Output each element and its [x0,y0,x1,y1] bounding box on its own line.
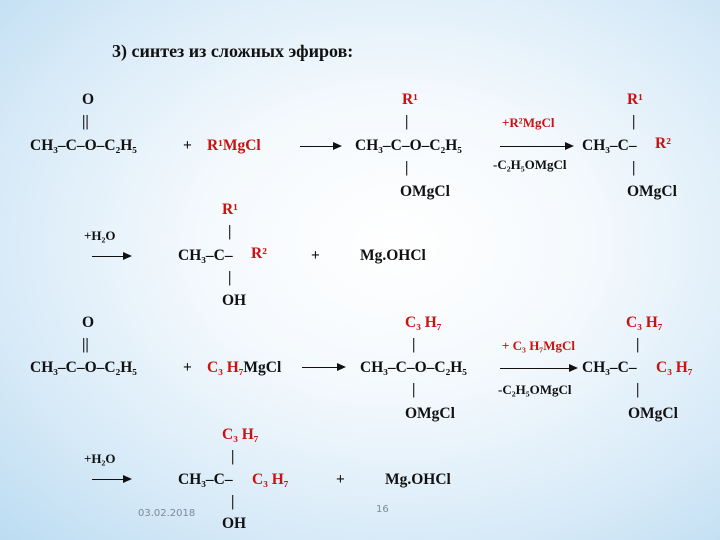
footer-date: 03.02.2018 [138,508,196,519]
r2-prod-left: CH₃–C– [178,471,233,488]
r1-int1-top: R¹ [402,91,418,108]
r2-double-bond: || [82,336,89,353]
r1-int2-bottom: OMgCl [627,183,677,200]
r1-int1: CH₃–C–O–C₂H₅ [355,137,462,154]
r2-prod-vbar-bottom: | [231,493,235,510]
r1-byproduct: Mg.OHCl [360,247,426,264]
r1-int2-vbar-bottom: | [632,159,636,176]
r2-int2-vbar-bottom: | [636,381,640,398]
r1-arrow-1 [300,142,342,150]
r2-reagent-alkyl: C₃ H₇ [207,359,244,376]
r2-carbonyl-o: O [82,314,95,331]
r1-prod-top: R¹ [222,201,238,218]
r2-prod-top: C₃ H₇ [222,426,259,443]
r2-byproduct: Mg.OHCl [385,471,451,488]
slide-title: 3) синтез из сложных эфиров: [112,41,354,61]
r1-arrow-2 [500,142,574,150]
r2-arrow2-top: + C₃ H₇MgCl [502,338,575,353]
r1-int1-vbar-top: | [405,113,409,130]
r2-int2-right: C₃ H₇ [656,359,693,376]
r2-int2-vbar-top: | [636,336,640,353]
r1-water: +H₂O [84,228,116,243]
r2-arrow2-bottom: -C₂H₅OMgCl [498,382,572,397]
r1-reagent: R¹MgCl [207,137,261,154]
r1-arrow-3 [92,252,132,260]
r1-int1-vbar-bottom: | [405,159,409,176]
r1-int2-vbar-top: | [632,113,636,130]
r2-int2-left: CH₃–C– [582,359,637,376]
r2-water: +H₂O [84,451,116,466]
r2-reactant: CH₃–C–O–C₂H₅ [30,359,137,376]
r1-arrow2-top: +R²MgCl [502,115,555,130]
r1-reactant: CH₃–C–O–C₂H₅ [30,137,137,154]
r2-int1-top: C₃ H₇ [405,314,442,331]
r2-int1: CH₃–C–O–C₂H₅ [360,359,467,376]
r2-plus-2: + [336,471,345,488]
r2-reagent: C₃ H₇MgCl [207,360,281,376]
r2-int2-bottom: OMgCl [628,405,678,422]
footer-page-number: 16 [376,504,389,515]
r2-reagent-mgcl: MgCl [243,359,282,376]
r2-int1-bottom: OMgCl [405,405,455,422]
r2-int2-top: C₃ H₇ [626,314,663,331]
r1-prod-vbar-bottom: | [228,269,232,286]
r2-prod-vbar-top: | [231,448,235,465]
r1-plus-2: + [311,247,320,264]
r2-plus: + [183,359,192,376]
r2-int1-vbar-bottom: | [412,381,416,398]
r1-int2-left: CH₃–C– [582,137,637,154]
r1-carbonyl-o: O [82,91,95,108]
r1-prod-left: CH₃–C– [178,247,233,264]
r2-arrow-3 [92,475,132,483]
r1-plus: + [183,137,192,154]
r2-arrow-1 [302,363,346,371]
r2-prod-bottom: OH [222,515,247,532]
r1-int2-top: R¹ [627,91,643,108]
r1-double-bond: || [82,113,89,130]
r1-arrow2-bottom: -C₂H₅OMgCl [493,157,567,172]
r1-prod-right: R² [251,245,267,262]
r1-prod-bottom: OH [222,292,247,309]
r2-int1-vbar-top: | [412,336,416,353]
r1-int2-right: R² [655,135,671,152]
r2-prod-right: C₃ H₇ [252,471,289,488]
r1-int1-bottom: OMgCl [400,183,450,200]
r2-arrow-2 [500,364,578,372]
r1-prod-vbar-top: | [228,223,232,240]
